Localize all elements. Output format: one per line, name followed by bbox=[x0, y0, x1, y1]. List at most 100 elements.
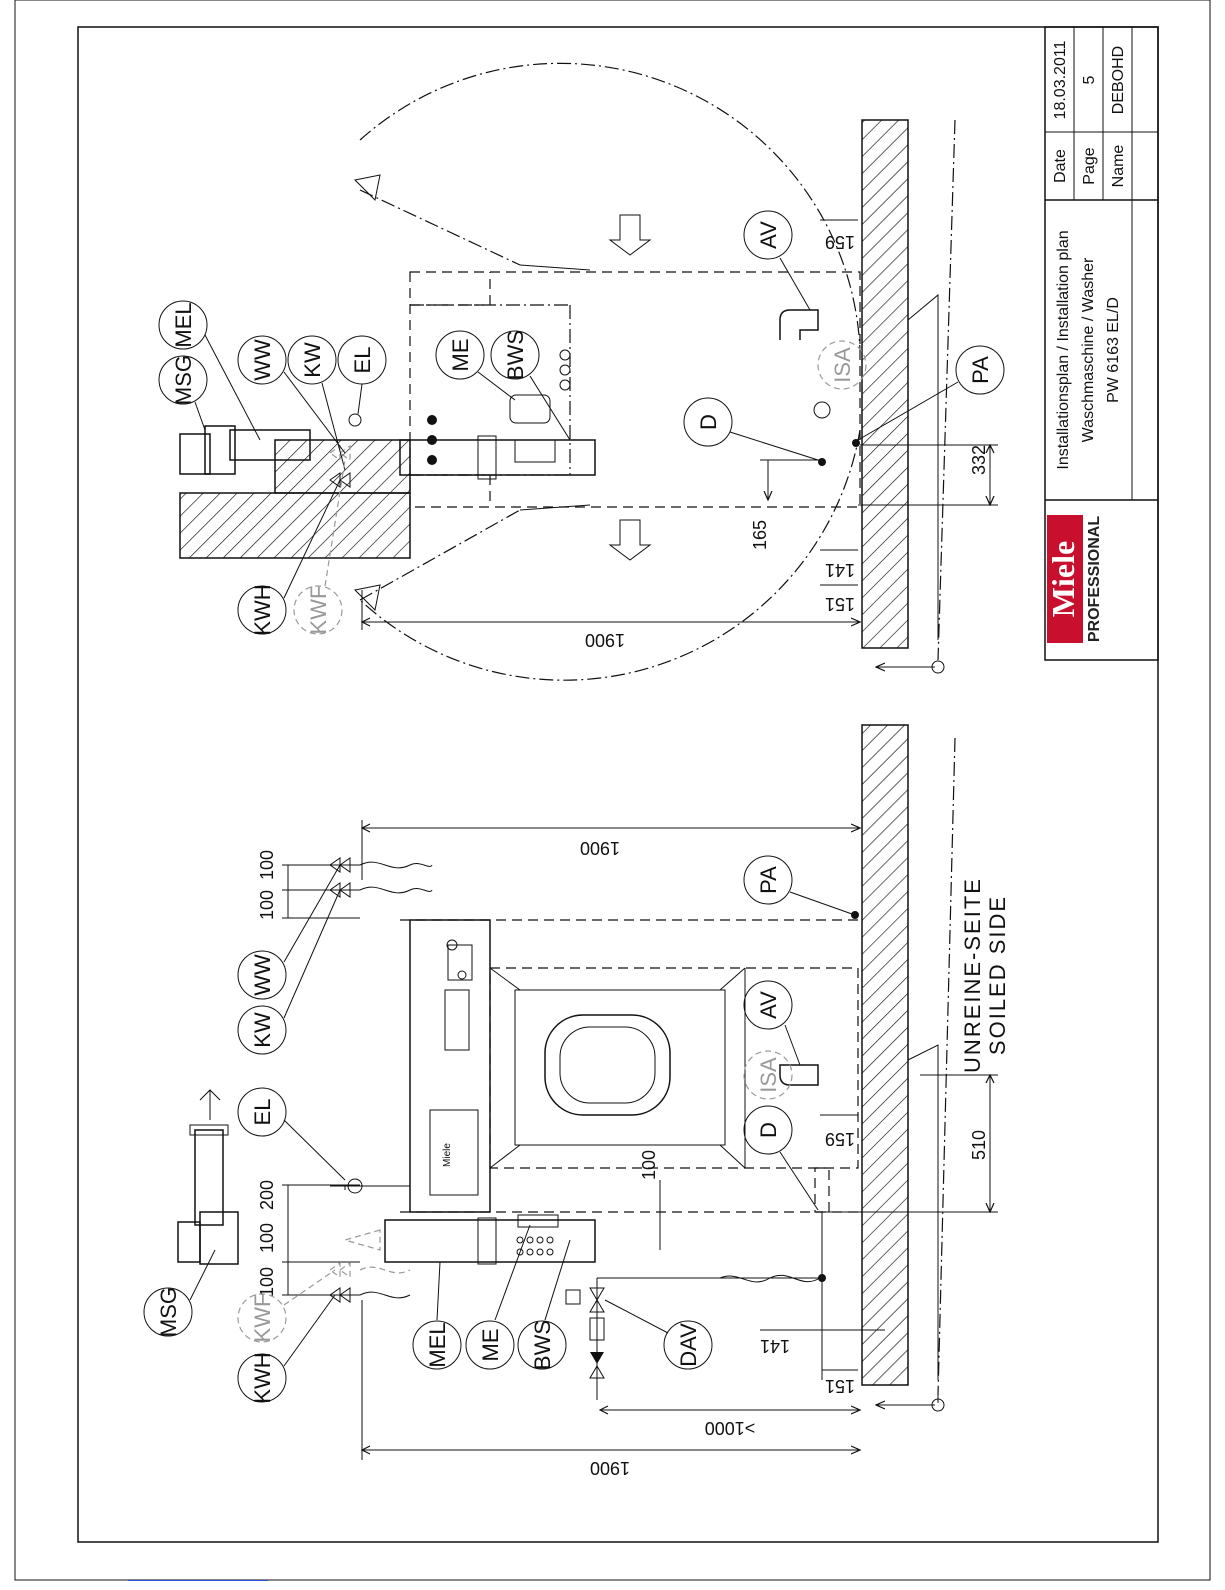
svg-text:AV: AV bbox=[756, 221, 781, 249]
dim-1900-side: 1900 bbox=[585, 630, 625, 650]
callout-kwh-side: KWH bbox=[237, 479, 341, 636]
dim-159-front: 159 bbox=[825, 1129, 855, 1149]
dim-100-inlet-a: 100 bbox=[257, 850, 277, 880]
dim-1900-front-bottom: 1900 bbox=[590, 1458, 630, 1478]
callout-kwf-front: KWF bbox=[237, 1269, 336, 1343]
svg-text:MSG: MSG bbox=[171, 355, 196, 405]
dim-151-side: 151 bbox=[825, 594, 855, 614]
footer-link-underline[interactable] bbox=[128, 1580, 268, 1581]
dim-200-left: 100 bbox=[257, 1223, 277, 1253]
svg-text:AV: AV bbox=[756, 991, 781, 1019]
svg-text:KWH: KWH bbox=[250, 584, 275, 635]
svg-text:KWF: KWF bbox=[306, 586, 331, 635]
callout-pa-front: PA bbox=[743, 855, 853, 915]
miele-logo bbox=[1047, 515, 1083, 643]
name-label: Name bbox=[1110, 145, 1127, 188]
title-block: Date 18.03.2011 Page 5 Name DEBOHD Insta… bbox=[1044, 26, 1159, 661]
svg-text:PA: PA bbox=[968, 356, 993, 384]
svg-text:ISA: ISA bbox=[756, 1057, 781, 1093]
callout-pa-side: PA bbox=[857, 345, 1005, 441]
dim-141-side: 141 bbox=[825, 560, 855, 580]
page-label: Page bbox=[1081, 147, 1098, 184]
dim-100-inlet-b: 100 bbox=[257, 890, 277, 920]
drawing-frame bbox=[77, 26, 1159, 1543]
machine-type: Waschmaschine / Washer bbox=[1080, 257, 1097, 442]
front-view: Miele 1900 1900 >1000 510 100 bbox=[143, 724, 1010, 1478]
exhaust-pipe bbox=[384, 1219, 596, 1263]
callout-ww-front: WW bbox=[237, 864, 341, 1000]
callout-kwh-front: KWH bbox=[237, 1294, 336, 1404]
svg-text:WW: WW bbox=[250, 339, 275, 381]
page-value: 5 bbox=[1081, 75, 1098, 84]
model-name: PW 6163 EL/D bbox=[1105, 297, 1122, 403]
drain-elbow-front bbox=[779, 1064, 819, 1086]
svg-text:ME: ME bbox=[478, 1329, 503, 1362]
svg-text:Miele: Miele bbox=[442, 1143, 453, 1167]
plan-title: Installationsplan / Installation plan bbox=[1055, 230, 1072, 469]
callout-ww-side: WW bbox=[237, 335, 346, 454]
callout-bws-front: BWS bbox=[517, 1239, 571, 1370]
dim-gt1000: >1000 bbox=[705, 1418, 756, 1438]
svg-text:KWH: KWH bbox=[250, 1352, 275, 1403]
callout-isa-front: ISA bbox=[743, 1050, 793, 1100]
callout-me-side: ME bbox=[435, 330, 516, 401]
dim-159-side: 159 bbox=[825, 232, 855, 252]
svg-text:D: D bbox=[756, 1122, 781, 1138]
outer-frame bbox=[14, 0, 1211, 1581]
dim-510: 510 bbox=[969, 1130, 989, 1160]
date-label: Date bbox=[1052, 149, 1069, 183]
dim-165: 165 bbox=[750, 520, 770, 550]
svg-text:MEL: MEL bbox=[171, 302, 196, 347]
dim-332: 332 bbox=[969, 445, 989, 475]
svg-text:MSG: MSG bbox=[156, 1287, 181, 1337]
svg-text:BWS: BWS bbox=[503, 330, 528, 380]
door-swing-arc bbox=[359, 62, 861, 351]
callout-kw-front: KW bbox=[237, 889, 341, 1055]
floor-hatch-side bbox=[861, 119, 909, 649]
exhaust-pipe-side bbox=[399, 439, 596, 476]
svg-text:KW: KW bbox=[250, 1012, 275, 1048]
side-view: 1900 165 332 159 141 151 MSG MEL WW KW bbox=[158, 62, 1005, 681]
callout-msg-front: MSG bbox=[143, 1249, 216, 1337]
svg-text:WW: WW bbox=[250, 954, 275, 996]
callout-mel-front: MEL bbox=[412, 1261, 462, 1370]
svg-text:ME: ME bbox=[448, 339, 473, 372]
name-value: DEBOHD bbox=[1110, 46, 1127, 114]
callout-kw-side: KW bbox=[287, 335, 346, 471]
wall-hatch bbox=[179, 492, 411, 559]
dim-1900-front-top: 1900 bbox=[580, 838, 620, 858]
callout-el-side: EL bbox=[337, 335, 387, 415]
miele-professional-text: PROFESSIONAL bbox=[1086, 516, 1103, 642]
callout-d-side: D bbox=[683, 397, 819, 461]
svg-text:ISA: ISA bbox=[830, 347, 855, 383]
dim-151-front: 151 bbox=[825, 1376, 855, 1396]
dim-141-front: 141 bbox=[760, 1336, 790, 1356]
machine-body-side bbox=[409, 271, 861, 508]
svg-text:EL: EL bbox=[250, 1099, 275, 1126]
machine-body-dashed bbox=[489, 967, 859, 1169]
dim-100-front: 100 bbox=[639, 1150, 659, 1180]
dim-100-left-a: 200 bbox=[257, 1180, 277, 1210]
callout-av-side: AV bbox=[743, 210, 811, 311]
svg-text:EL: EL bbox=[350, 347, 375, 374]
svg-text:D: D bbox=[696, 414, 721, 430]
miele-logo-text: Miele bbox=[1045, 541, 1081, 617]
callout-bws-side: BWS bbox=[490, 330, 571, 441]
callout-me-front: ME bbox=[465, 1224, 531, 1370]
callout-isa-side: ISA bbox=[817, 340, 867, 390]
drum-door bbox=[544, 1014, 671, 1116]
drain-elbow-side bbox=[779, 309, 819, 340]
svg-text:PA: PA bbox=[756, 866, 781, 894]
floor-hatch bbox=[861, 724, 909, 1386]
svg-text:BWS: BWS bbox=[530, 1320, 555, 1370]
callout-mel-side: MEL bbox=[158, 300, 261, 441]
callout-dav-front: DAV bbox=[604, 1299, 713, 1370]
dim-100-left-b: 100 bbox=[257, 1267, 277, 1297]
svg-text:MEL: MEL bbox=[425, 1322, 450, 1367]
callout-av-front: AV bbox=[743, 980, 801, 1066]
soiled-side-label: SOILED SIDE bbox=[985, 895, 1010, 1055]
svg-text:KW: KW bbox=[300, 342, 325, 378]
callout-kwf-side: KWF bbox=[293, 459, 346, 635]
